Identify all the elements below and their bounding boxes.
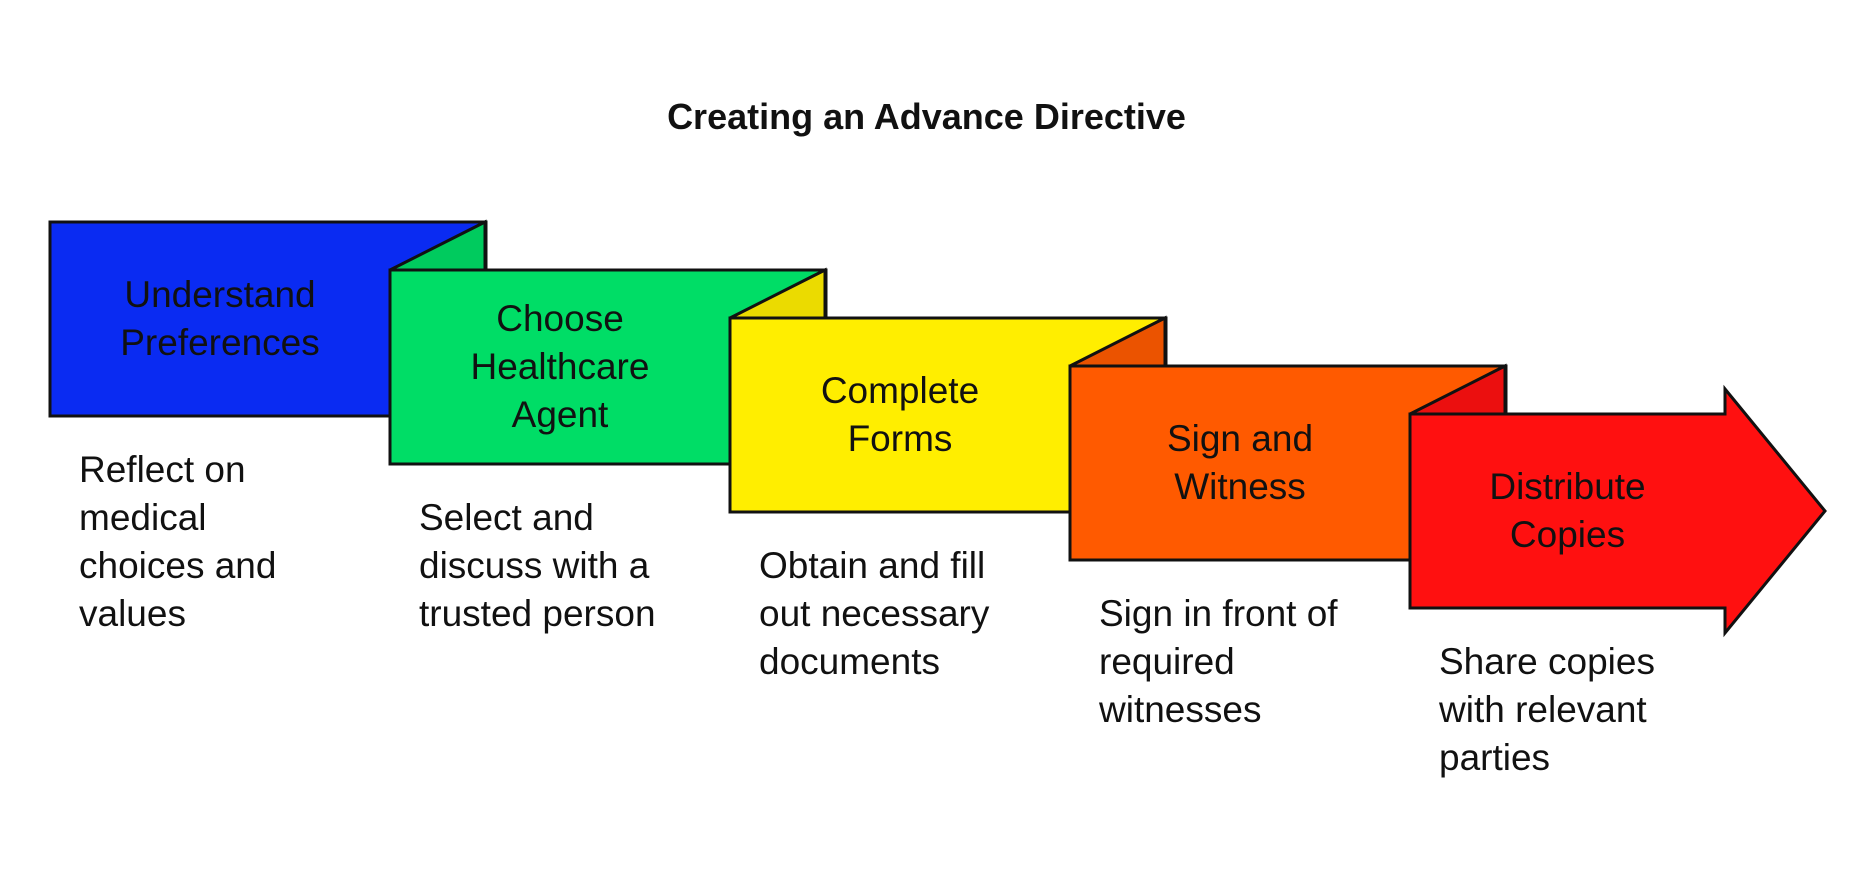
step-5-label-line: Distribute — [1489, 466, 1645, 507]
step-4-label-line: Witness — [1174, 466, 1306, 507]
step-5-description-line: Share copies — [1439, 641, 1655, 682]
step-2-label-line: Choose — [496, 298, 624, 339]
step-1-description-line: values — [79, 593, 186, 634]
step-2-fold — [389, 219, 487, 272]
step-4-description-line: witnesses — [1098, 689, 1261, 730]
step-1-label-line: Understand — [124, 274, 315, 315]
step-3-description-line: Obtain and fill — [759, 545, 985, 586]
step-2-label-line: Agent — [512, 394, 609, 435]
step-4-label-line: Sign and — [1167, 418, 1313, 459]
step-5-description-line: parties — [1439, 737, 1550, 778]
step-1-description-line: medical — [79, 497, 207, 538]
step-3-description-line: out necessary — [759, 593, 990, 634]
step-2-description-line: trusted person — [419, 593, 656, 634]
step-4-description-line: required — [1099, 641, 1235, 682]
step-5-arrow — [1408, 384, 1827, 638]
diagram-title: Creating an Advance Directive — [667, 96, 1186, 137]
step-3-label-line: Forms — [848, 418, 953, 459]
step-5-label-line: Copies — [1510, 514, 1625, 555]
step-4-fold — [1069, 315, 1167, 368]
step-2-label-line: Healthcare — [471, 346, 650, 387]
step-4-description-line: Sign in front of — [1099, 593, 1338, 634]
step-2-description-line: discuss with a — [419, 545, 650, 586]
step-1-description-line: choices and — [79, 545, 276, 586]
step-3-fold — [729, 267, 827, 320]
step-5 — [1408, 384, 1827, 638]
step-1-description-line: Reflect on — [79, 449, 246, 490]
step-5-description-line: with relevant — [1438, 689, 1647, 730]
step-2-description-line: Select and — [419, 497, 594, 538]
step-5-fold — [1409, 363, 1507, 416]
step-3-description-line: documents — [759, 641, 940, 682]
step-3-label-line: Complete — [821, 370, 979, 411]
step-1-label-line: Preferences — [120, 322, 320, 363]
